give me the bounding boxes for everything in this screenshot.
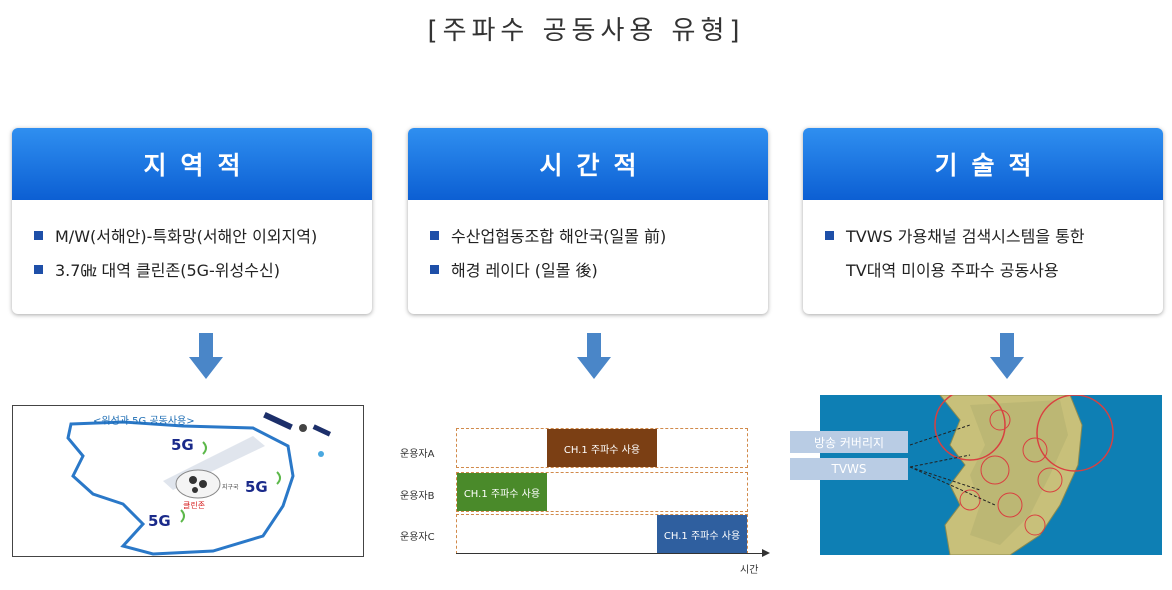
axis-arrowhead [762,549,770,557]
channel-block: CH.1 주파수 사용 [457,473,547,511]
square-bullet-icon [430,265,439,274]
arrow-down-icon [577,333,611,379]
earth-station-label: 지구국 [222,484,239,491]
korea-map-illustration [66,411,332,556]
card-temporal: 시간적 수산업협동조합 해안국(일몰 前) 해경 레이다 (일몰 後) [408,128,768,314]
badge-5g: 5G [148,512,171,530]
card-technical: 기술적 TVWS 가용채널 검색시스템을 통한 TV대역 미이용 주파수 공동사… [803,128,1163,314]
channel-block: CH.1 주파수 사용 [546,429,658,467]
bullet-item-continuation: TV대역 미이용 주파수 공동사용 [846,261,1059,280]
card-heading: 기술적 [803,128,1163,200]
badge-5g: 5G [171,436,194,454]
badge-5g: 5G [245,478,268,496]
square-bullet-icon [34,265,43,274]
bullet-item: 3.7㎓ 대역 클린존(5G-위성수신) [34,254,372,288]
bullet-item: 해경 레이다 (일몰 後) [430,254,768,288]
arrow-down-icon [990,333,1024,379]
bullet-item: TVWS 가용채널 검색시스템을 통한 [825,220,1163,254]
page-title: [주파수 공동사용 유형] [427,16,745,46]
time-sharing-schedule: 운용자A 운용자B 운용자C CH.1 주파수 사용 CH.1 주파수 사용 C… [400,415,772,576]
clean-zone-label: 클린존 [183,501,206,510]
map-caption: <위성과 5G 공동사용> [93,416,195,427]
operator-label: 운용자A [400,449,435,460]
square-bullet-icon [34,231,43,240]
card-heading: 지역적 [12,128,372,200]
square-bullet-icon [430,231,439,240]
coverage-legend: 방송 커버리지 [790,431,908,453]
operator-label: 운용자B [400,491,435,502]
bullet-item: M/W(서해안)-특화망(서해안 이외지역) [34,220,372,254]
channel-block: CH.1 주파수 사용 [657,515,747,553]
time-axis [456,553,764,554]
card-heading: 시간적 [408,128,768,200]
square-bullet-icon [825,231,834,240]
operator-label: 운용자C [400,532,435,543]
time-axis-label: 시간 [740,565,759,576]
lane [456,428,748,468]
satellite-5g-map: <위성과 5G 공동사용> 5G 5G 5G 클린존 지구국 [12,405,364,557]
bullet-item: 수산업협동조합 해안국(일몰 前) [430,220,768,254]
tvws-legend: TVWS [790,458,908,480]
card-regional: 지역적 M/W(서해안)-특화망(서해안 이외지역) 3.7㎓ 대역 클린존(5… [12,128,372,314]
lane [456,472,748,512]
arrow-down-icon [189,333,223,379]
